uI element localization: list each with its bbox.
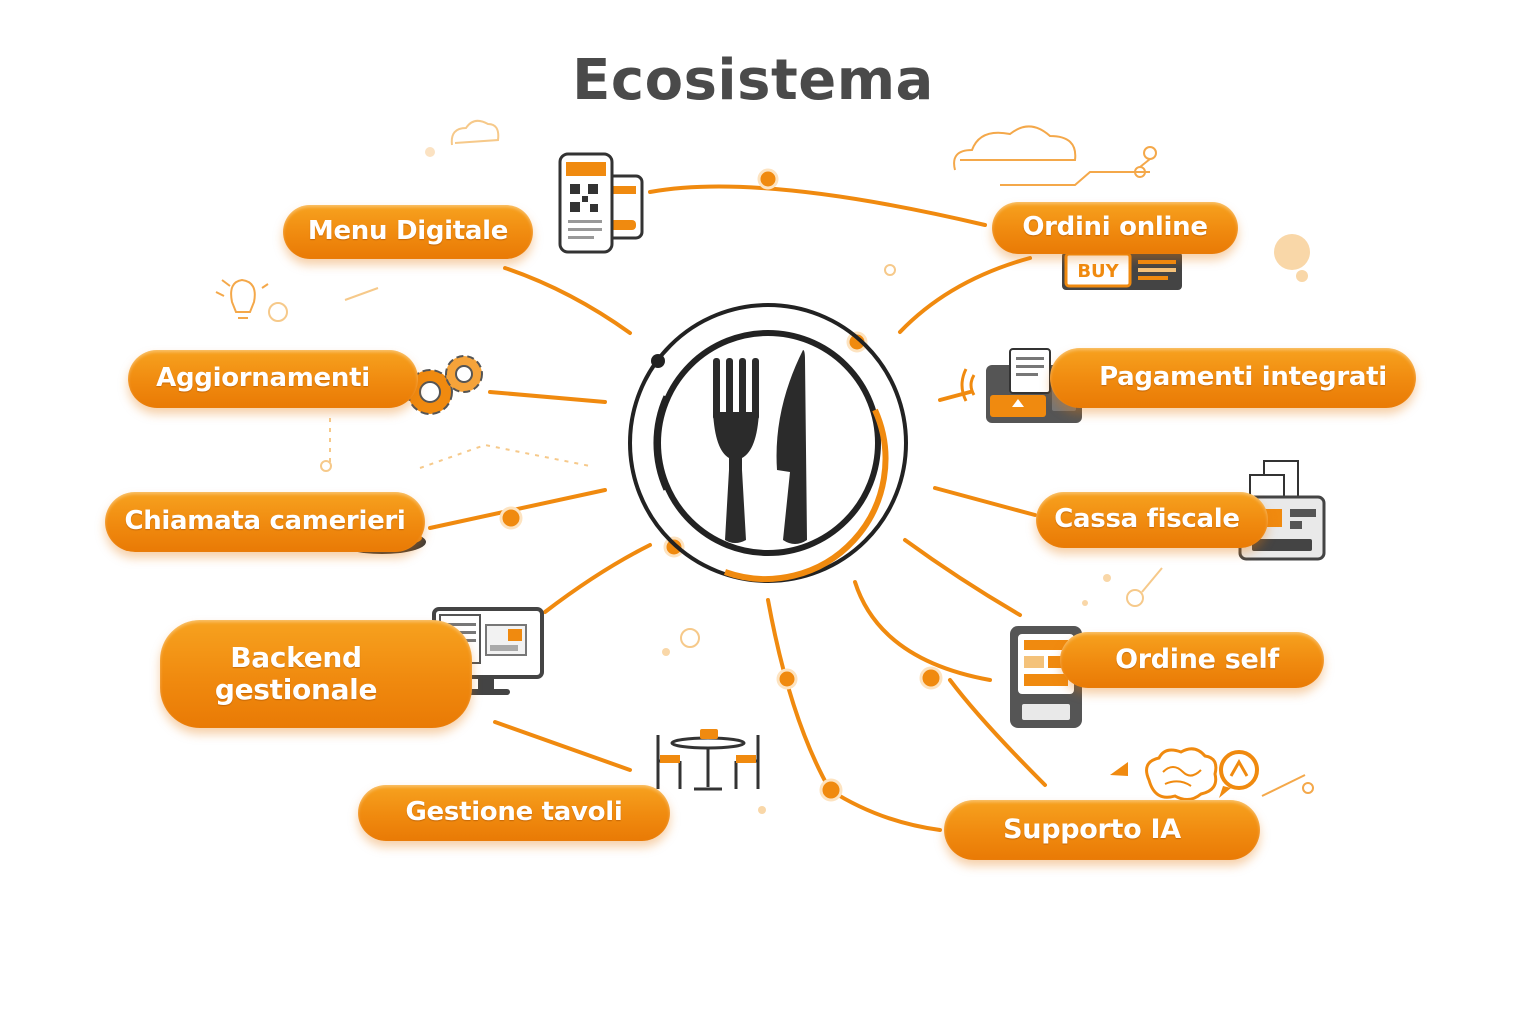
feature-label: Chiamata camerieri (124, 506, 406, 537)
qr-menu-phone-icon (558, 152, 644, 254)
feature-label-line2: gestionale (214, 673, 378, 706)
svg-text:BUY: BUY (1077, 261, 1119, 282)
feature-chiamata-camerieri: Chiamata camerieri (105, 492, 425, 552)
buy-button-icon: BUY (1062, 252, 1182, 290)
feature-menu-digitale: Menu Digitale (283, 205, 533, 259)
feature-label: Cassa fiscale (1054, 504, 1240, 535)
feature-cassa-fiscale: Cassa fiscale (1036, 492, 1268, 548)
page-title: Ecosistema (572, 48, 934, 113)
feature-label: Aggiornamenti (156, 363, 370, 394)
feature-label-line1: Backend (230, 640, 362, 674)
feature-ordini-online: Ordini online (992, 202, 1238, 254)
feature-label: Supporto IA (1003, 814, 1181, 846)
feature-pagamenti-integrati: Pagamenti integrati (1050, 348, 1416, 408)
feature-gestione-tavoli: Gestione tavoli (358, 785, 670, 841)
feature-label: Pagamenti integrati (1099, 362, 1387, 393)
feature-label: Menu Digitale (307, 216, 509, 247)
table-chairs-icon (656, 729, 760, 791)
ai-brain-icon (1145, 747, 1259, 801)
feature-ordine-self: Ordine self (1060, 632, 1324, 688)
feature-label: Ordini online (1022, 212, 1208, 243)
feature-label: Gestione tavoli (405, 797, 623, 828)
gears-icon (407, 355, 483, 415)
feature-backend-gestionale: Backend gestionale (160, 620, 472, 728)
feature-supporto-ia: Supporto IA (944, 800, 1260, 860)
feature-aggiornamenti: Aggiornamenti (128, 350, 418, 408)
fork-knife-plate-icon (628, 303, 908, 583)
feature-label: Ordine self (1115, 644, 1279, 676)
